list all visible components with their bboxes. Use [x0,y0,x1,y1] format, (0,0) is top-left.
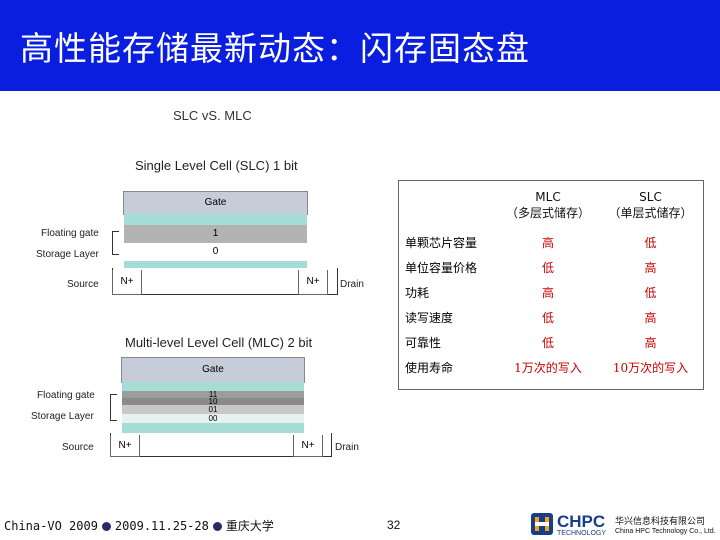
mlc-value: 高 [541,236,554,250]
header-blank [398,180,498,230]
mlc-substrate-bottom [110,456,332,457]
table-row: 单颗芯片容量 高 低 [398,230,703,255]
mlc-oxide-top [122,382,304,391]
mlc-n-plus-right: N+ [293,435,323,457]
slc-floating-gate-label: Floating gate [41,228,99,239]
header-mlc: MLC （多层式储存） [498,180,598,230]
row-label: 单位容量价格 [405,261,478,275]
mlc-bit-11: 11 [122,391,304,399]
chpc-logo-icon [531,513,553,535]
bullet-icon [101,522,111,531]
table-row: 读写速度 低 高 [398,305,703,330]
slc-heading: Single Level Cell (SLC) 1 bit [135,158,298,173]
header-slc: SLC （单层式储存） [598,180,703,230]
slc-oxide-top [124,214,307,225]
slc-storage-layer: 0 [124,243,307,261]
mlc-floating-gate-label: Floating gate [37,390,95,401]
slide-title: 高性能存储最新动态：闪存固态盘 [20,29,530,68]
slc-storage-layer-label: Storage Layer [36,249,99,260]
mlc-bit-10: 10 [122,398,304,406]
header-slc-title: SLC [639,189,662,204]
row-label: 读写速度 [405,311,454,325]
mlc-bit-00: 00 [122,414,304,423]
table-header-row: MLC （多层式储存） SLC （单层式储存） [398,180,703,230]
slc-substrate-right [337,268,338,294]
mlc-bit-01: 01 [122,405,304,414]
comparison-table: MLC （多层式储存） SLC （单层式储存） 单颗芯片容量 高 低 单位容量价… [398,180,703,380]
mlc-value: 低 [541,336,554,350]
header-mlc-title: MLC [535,189,561,204]
slc-n-plus-left: N+ [112,270,142,295]
mlc-storage-layer-label: Storage Layer [31,411,94,422]
logo-subtext: TECHNOLOGY [557,530,607,537]
title-bar: 高性能存储最新动态：闪存固态盘 [0,0,720,91]
slc-value: 高 [644,311,657,325]
row-label: 功耗 [405,286,430,300]
slc-n-plus-right: N+ [298,270,328,295]
footer-venue: 重庆大学 [225,519,274,533]
mlc-value: 1万次的写入 [514,361,582,375]
slc-value: 10万次的写入 [612,361,689,375]
row-label: 可靠性 [405,336,442,350]
slc-value: 高 [644,261,657,275]
footer-event: China-VO 2009 2009.11.25-28 重庆大学 [4,517,274,534]
table-row: 使用寿命 1万次的写入 10万次的写入 [398,355,703,380]
page-number: 32 [387,518,401,532]
mlc-n-plus-left: N+ [110,435,140,457]
slc-value: 高 [644,336,657,350]
mlc-gate: Gate [121,357,305,383]
mlc-heading: Multi-level Level Cell (MLC) 2 bit [125,335,313,350]
row-label: 单颗芯片容量 [405,236,478,250]
slc-value: 低 [644,286,657,300]
header-slc-desc: （单层式储存） [608,205,693,220]
mlc-value: 低 [541,261,554,275]
table-row: 功耗 高 低 [398,280,703,305]
bullet-icon [212,522,222,531]
footer-date: 2009.11.25-28 [114,519,209,533]
subtitle: SLC vS. MLC [173,108,252,123]
table-row: 单位容量价格 低 高 [398,255,703,280]
slc-substrate-bottom [112,294,338,295]
mlc-oxide-bottom [122,423,304,433]
mlc-drain-label: Drain [335,442,359,453]
slc-oxide-bottom [124,261,307,268]
header-mlc-desc: （多层式储存） [505,205,590,220]
slc-source-label: Source [67,279,99,290]
mlc-substrate-right [331,433,332,456]
mlc-source-label: Source [62,442,94,453]
mlc-value: 低 [541,311,554,325]
slc-floating-gate: 1 [124,225,307,243]
mlc-bracket [110,394,117,421]
logo-text: CHPC [557,512,606,531]
footer: China-VO 2009 2009.11.25-28 重庆大学 [0,512,720,540]
slc-value: 低 [644,236,657,250]
footer-conf: China-VO 2009 [4,519,98,533]
slc-gate: Gate [123,191,308,215]
mlc-value: 高 [541,286,554,300]
slc-drain-label: Drain [340,279,364,290]
slc-bracket [112,231,119,255]
row-label: 使用寿命 [405,361,454,375]
company-name-en: China HPC Technology Co., Ltd. [615,528,716,535]
company-name-cn: 华兴信息科技有限公司 [615,517,706,527]
table-row: 可靠性 低 高 [398,330,703,355]
